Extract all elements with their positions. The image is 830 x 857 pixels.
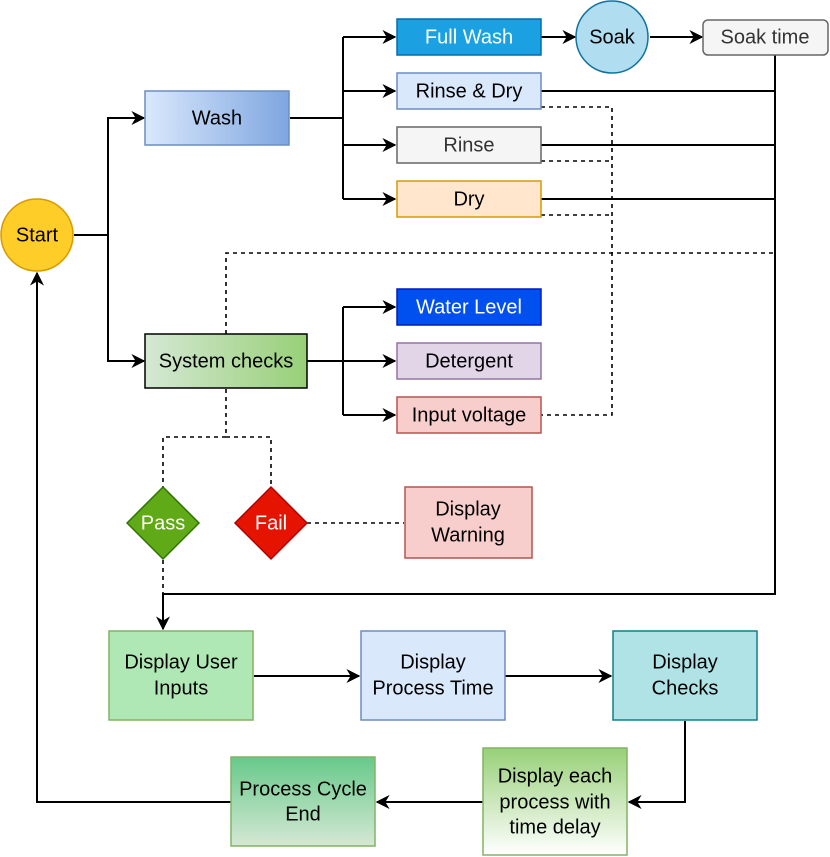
process-cycle-end-line-1: Process Cycle	[239, 778, 367, 800]
full-wash-label: Full Wash	[425, 26, 513, 48]
display-each-line-1: Display each	[498, 765, 613, 787]
water-level-label: Water Level	[416, 296, 522, 318]
display-each-process-node: Display each process with time delay	[482, 747, 628, 856]
display-checks-line-1: Display	[652, 651, 718, 673]
display-checks-line-2: Checks	[652, 677, 719, 699]
pass-node: Pass	[125, 485, 201, 561]
input-voltage-label: Input voltage	[412, 404, 527, 426]
start-label: Start	[16, 224, 59, 246]
edge-end-start	[30, 271, 231, 803]
wash-node: Wash	[144, 90, 290, 146]
wash-label: Wash	[192, 107, 242, 129]
rinse-dry-label: Rinse & Dry	[416, 80, 523, 102]
detergent-label: Detergent	[425, 350, 513, 372]
soak-time-node: Soak time	[702, 19, 829, 56]
rinse-node: Rinse	[396, 126, 542, 164]
display-user-inputs-line-2: Inputs	[154, 677, 208, 699]
display-each-line-2: process with	[499, 791, 610, 813]
process-cycle-end-node: Process Cycle End	[230, 756, 376, 847]
dashed-rinsedry-inputvoltage	[541, 106, 613, 416]
rinse-dry-node: Rinse & Dry	[396, 72, 542, 110]
rinse-label: Rinse	[443, 134, 494, 156]
dry-node: Dry	[396, 180, 542, 218]
input-voltage-node: Input voltage	[396, 396, 542, 434]
water-level-node: Water Level	[396, 288, 542, 326]
edge-start-wash	[74, 111, 146, 236]
display-warning-node: Display Warning	[404, 486, 533, 559]
dashed-system-checks-collector	[225, 252, 775, 334]
display-warning-line-2: Warning	[431, 524, 505, 546]
edge-collector-display-user-inputs	[156, 55, 776, 631]
solid-edges	[30, 30, 776, 809]
dashed-edges	[162, 106, 775, 594]
start-node: Start	[0, 198, 74, 272]
soak-label: Soak	[589, 26, 636, 48]
display-user-inputs-node: Display User Inputs	[108, 630, 254, 721]
detergent-node: Detergent	[396, 342, 542, 380]
dashed-sys-pass	[162, 389, 227, 487]
dry-label: Dry	[453, 188, 484, 210]
fail-label: Fail	[255, 512, 287, 534]
display-each-line-3: time delay	[509, 816, 600, 838]
display-process-time-line-1: Display	[400, 651, 466, 673]
dashed-sys-fail	[226, 436, 272, 487]
soak-time-label: Soak time	[721, 26, 810, 48]
display-warning-line-1: Display	[435, 498, 501, 520]
system-checks-node: System checks	[144, 333, 308, 389]
system-checks-label: System checks	[159, 350, 293, 372]
display-user-inputs-line-1: Display User	[124, 651, 238, 673]
process-cycle-end-line-2: End	[285, 803, 321, 825]
pass-label: Pass	[141, 512, 185, 534]
fail-node: Fail	[233, 485, 309, 561]
display-process-time-line-2: Process Time	[372, 677, 493, 699]
display-checks-node: Display Checks	[612, 630, 758, 721]
soak-node: Soak	[575, 0, 649, 74]
edge-start-system-checks	[107, 235, 146, 368]
full-wash-node: Full Wash	[396, 18, 542, 56]
display-process-time-node: Display Process Time	[360, 630, 506, 721]
edge-checks-each	[627, 721, 686, 809]
